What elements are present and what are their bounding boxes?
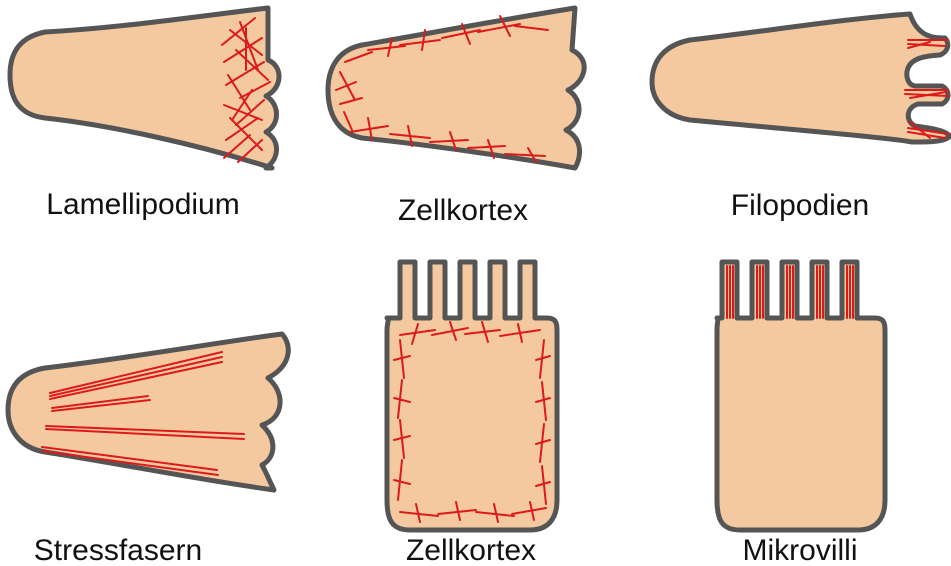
panel-zellkortex-bottom: Zellkortex bbox=[387, 262, 557, 566]
label-zellkortex-top: Zellkortex bbox=[398, 194, 528, 227]
cell-filopodien bbox=[652, 14, 950, 142]
panel-mikrovilli: Mikrovilli bbox=[717, 262, 885, 566]
cell-stressfasern bbox=[8, 334, 288, 490]
cell-zellkortex-bottom bbox=[387, 262, 557, 530]
panel-zellkortex-top: Zellkortex bbox=[328, 8, 584, 227]
label-mikrovilli: Mikrovilli bbox=[743, 534, 858, 566]
panel-lamellipodium: Lamellipodium bbox=[10, 8, 279, 221]
label-lamellipodium: Lamellipodium bbox=[46, 188, 239, 221]
panel-stressfasern: Stressfasern bbox=[8, 334, 288, 566]
label-zellkortex-bottom: Zellkortex bbox=[406, 534, 536, 566]
cell-zellkortex-top bbox=[328, 8, 584, 168]
label-filopodien: Filopodien bbox=[731, 189, 869, 222]
actin-core-bundles-mikrovilli bbox=[727, 266, 853, 318]
cell-mikrovilli bbox=[717, 262, 885, 530]
panel-filopodien: Filopodien bbox=[652, 14, 950, 222]
label-stressfasern: Stressfasern bbox=[34, 534, 202, 566]
